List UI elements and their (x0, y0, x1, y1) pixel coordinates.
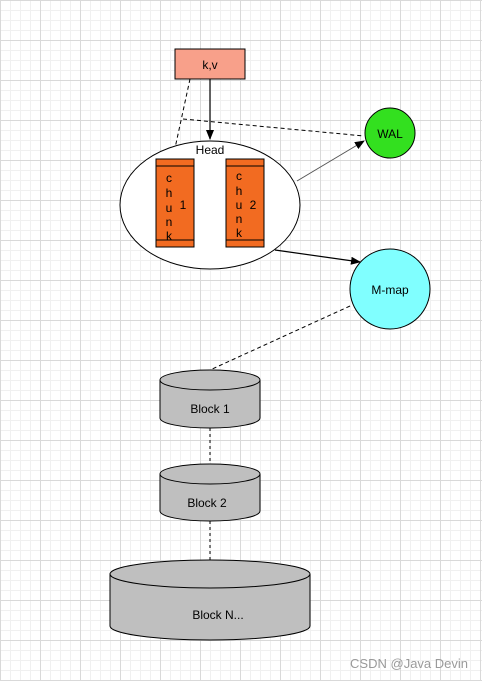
head-to-wal-arrow (296, 140, 365, 182)
chunk2-letter: u (236, 198, 243, 212)
chunk2-letter: k (236, 226, 243, 240)
wal-label: WAL (377, 127, 403, 141)
block1-node: Block 1 (159, 369, 261, 429)
block1-body (159, 380, 261, 429)
chunk2-letter: h (236, 184, 243, 198)
chunk2-box (225, 158, 265, 248)
chunk1-box (155, 158, 195, 248)
wal-node: WAL (364, 107, 416, 159)
chunk2-letter: c (236, 169, 242, 183)
watermark-text: CSDN @Java Devin (350, 656, 468, 671)
mmap-node: M-map (349, 248, 431, 330)
blockn-label: Block N... (192, 608, 243, 622)
chunk1-node: c h u n k 1 (155, 158, 195, 248)
head-label: Head (196, 143, 225, 157)
chunk1-letter: h (166, 186, 173, 200)
chunk1-letter: c (166, 171, 172, 185)
chunk2-node: c h u n k 2 (225, 158, 265, 248)
chunk1-letter: u (166, 201, 173, 215)
head-to-mmap-arrow (274, 249, 361, 265)
chunk2-number: 2 (250, 198, 257, 212)
head-ellipse (119, 140, 301, 270)
chunk2-letter: n (236, 212, 243, 226)
block2-label: Block 2 (187, 496, 227, 510)
block2-body (159, 474, 261, 522)
chunk1-letter: n (166, 215, 173, 229)
wal-circle (364, 107, 416, 159)
mmap-to-block1-dashed-link (209, 305, 351, 371)
block1-top (159, 369, 261, 391)
block2-node: Block 2 (159, 463, 261, 522)
head-to-wal-dashed-link (182, 118, 365, 137)
blockn-node: Block N... (109, 559, 311, 641)
kv-label: k,v (202, 58, 217, 72)
block2-top (159, 463, 261, 485)
chunk1-letter: k (166, 229, 173, 243)
kv-box (174, 48, 246, 80)
mmap-label: M-map (371, 283, 409, 297)
blockn-top (109, 559, 311, 589)
kv-node: k,v (174, 48, 246, 80)
blockn-body (109, 574, 311, 641)
chunk1-number: 1 (180, 198, 187, 212)
head-node: Head (119, 140, 301, 270)
block1-label: Block 1 (190, 402, 230, 416)
mmap-circle (349, 248, 431, 330)
